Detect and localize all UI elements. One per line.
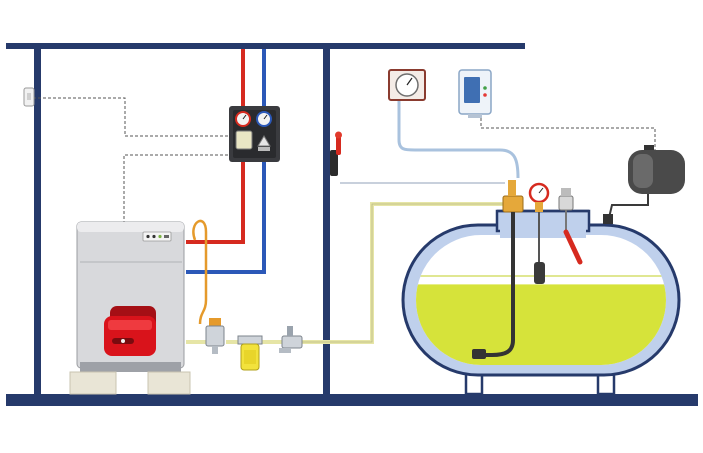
valve-icon: [205, 325, 225, 347]
room-thermostat: [23, 87, 35, 107]
control-wires: [33, 97, 656, 222]
gauge-line: [397, 100, 520, 179]
burner-hose: [192, 219, 208, 325]
fuel-supply-line-edge: [302, 203, 505, 343]
emergency-switch: [330, 131, 342, 176]
fuel-fittings-left: [205, 318, 303, 371]
center-wall: [323, 43, 330, 395]
oil-burner: [104, 306, 156, 356]
floor-beam: [6, 394, 698, 406]
shut-off-valve: [205, 318, 225, 354]
level-gauge: [388, 69, 426, 101]
boiler-plinth: [80, 362, 181, 372]
roof-beam: [6, 43, 525, 49]
left-wall: [34, 43, 41, 395]
switch-icon: [330, 150, 338, 176]
limit-sensor-icon: [563, 229, 583, 265]
thermostat-icon: [27, 93, 31, 100]
tank-manhole-fittings: [472, 180, 613, 359]
float-icon: [534, 262, 545, 284]
oil-storage-tank: [401, 209, 681, 396]
boiler-base-right: [147, 371, 191, 395]
oil-filter: [237, 335, 263, 371]
leak-detector: [458, 69, 492, 118]
foot-valve: [472, 349, 486, 359]
expansion-wire: [480, 118, 656, 150]
heating-boiler: [69, 221, 191, 395]
fuel-lines: [186, 100, 649, 344]
suction-pipe: [478, 212, 515, 357]
ball-valve: [279, 326, 303, 353]
fuel-level: [416, 284, 666, 365]
thermostat-wire: [33, 97, 228, 137]
fuel-supply-line: [186, 202, 505, 344]
vessel-line: [607, 192, 649, 223]
return-pipe-cold: [186, 49, 266, 274]
boiler-base-left: [69, 371, 117, 395]
expansion-vessel: [628, 145, 685, 194]
mixing-valve-icon: [257, 135, 271, 147]
circulation-pump-icon: [235, 130, 253, 150]
fittings-icon: [502, 195, 524, 213]
pump-group: [229, 106, 280, 162]
pump-wire: [123, 154, 228, 222]
boiler-control-panel: [142, 231, 172, 242]
building-frame: [6, 43, 698, 406]
